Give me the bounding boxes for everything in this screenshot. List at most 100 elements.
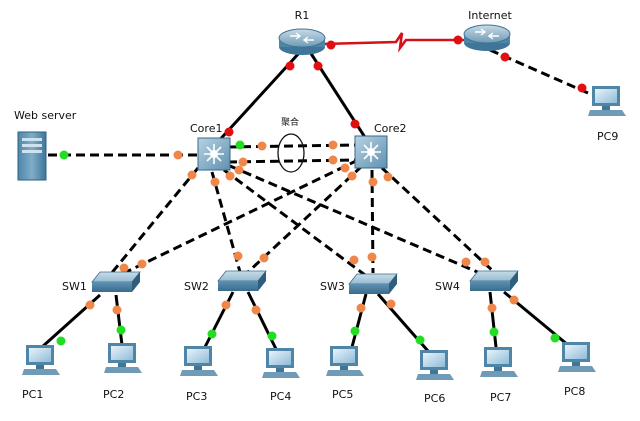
port-indicator	[259, 253, 269, 263]
port-indicator	[347, 171, 357, 181]
port-indicator	[267, 331, 277, 341]
switch-sw1[interactable]	[91, 271, 141, 292]
port-indicator	[509, 295, 519, 305]
link-core2-sw2	[246, 164, 364, 274]
port-indicator	[257, 141, 267, 151]
port-indicator	[224, 127, 234, 137]
label-sw4: SW4	[435, 280, 460, 293]
router-r1[interactable]	[278, 28, 326, 55]
port-indicator	[326, 40, 336, 50]
multilayer-switch-core1[interactable]	[197, 137, 231, 171]
port-indicator	[453, 35, 463, 45]
port-indicator	[415, 335, 425, 345]
link-sw2-pc3	[203, 291, 235, 348]
port-indicator	[350, 326, 360, 336]
port-indicator	[340, 163, 350, 173]
link-core1-sw3	[223, 168, 366, 277]
port-indicator	[487, 303, 497, 313]
switch-icon	[348, 273, 398, 285]
port-indicator	[500, 52, 510, 62]
label-core1: Core1	[190, 122, 222, 135]
port-indicator	[173, 150, 183, 160]
port-indicator	[368, 177, 378, 187]
link-core1-sw4	[229, 164, 483, 276]
port-indicator	[489, 327, 499, 337]
port-indicator	[383, 172, 393, 182]
port-indicator	[313, 61, 323, 71]
label-pc7: PC7	[490, 391, 511, 404]
port-indicator	[56, 336, 66, 346]
switch-sw3[interactable]	[348, 273, 398, 294]
port-indicator	[328, 140, 338, 150]
link-r1-internet	[322, 32, 466, 53]
link-core2-sw1	[119, 158, 359, 277]
pc-pc6[interactable]	[416, 350, 454, 380]
port-indicator	[285, 61, 295, 71]
port-indicator	[235, 140, 245, 150]
pc-pc7[interactable]	[480, 347, 518, 377]
port-indicator	[119, 263, 129, 273]
port-indicator	[210, 177, 220, 187]
label-sw3: SW3	[320, 280, 345, 293]
label-internet: Internet	[468, 9, 512, 22]
link-sw4-pc7	[488, 291, 498, 348]
pc-pc3[interactable]	[180, 346, 218, 376]
port-indicator	[480, 257, 490, 267]
pc-pc8[interactable]	[558, 342, 596, 372]
pc-pc9[interactable]	[588, 86, 626, 116]
switch-icon	[91, 271, 141, 283]
multilayer-switch-core2[interactable]	[354, 135, 388, 169]
port-indicator	[577, 83, 587, 93]
port-indicator	[221, 300, 231, 310]
label-pc2: PC2	[103, 388, 124, 401]
pc-pc4[interactable]	[262, 348, 300, 378]
pc-pc2[interactable]	[104, 343, 142, 373]
link-sw1-pc2	[114, 294, 124, 346]
port-indicator	[116, 325, 126, 335]
label-pc6: PC6	[424, 392, 445, 405]
label-pc5: PC5	[332, 388, 353, 401]
aggregation-ellipse	[277, 133, 305, 173]
port-indicator	[207, 329, 217, 339]
switch-icon	[469, 270, 519, 282]
port-indicator	[386, 299, 396, 309]
web-server[interactable]	[17, 131, 47, 181]
port-indicator	[233, 251, 243, 261]
port-indicator	[367, 252, 377, 262]
label-pc8: PC8	[564, 385, 585, 398]
label-web-server: Web server	[14, 109, 77, 122]
port-indicator	[85, 300, 95, 310]
router-icon	[463, 24, 511, 44]
port-indicator	[238, 157, 248, 167]
switch-sw2[interactable]	[217, 270, 267, 291]
port-indicator	[59, 150, 69, 160]
port-indicator	[234, 165, 244, 175]
port-indicator	[350, 119, 360, 129]
label-aggregation: 聚合	[281, 116, 299, 128]
switch-icon	[217, 270, 267, 282]
label-sw2: SW2	[184, 280, 209, 293]
port-indicator	[349, 255, 359, 265]
link-sw3-pc5	[350, 293, 368, 348]
port-indicator	[550, 333, 560, 343]
label-pc4: PC4	[270, 390, 291, 403]
labels: R1 Internet Web server Core1 Core2 聚合 PC…	[14, 9, 618, 405]
port-indicator	[187, 170, 197, 180]
port-indicator	[356, 303, 366, 313]
port-indicator	[328, 155, 338, 165]
port-indicator	[137, 259, 147, 269]
port-indicator	[251, 305, 261, 315]
router-icon	[278, 28, 326, 48]
link-core1-sw1	[108, 167, 200, 276]
port-indicator	[112, 305, 122, 315]
label-r1: R1	[295, 9, 310, 22]
pc-pc5[interactable]	[326, 346, 364, 376]
port-indicator	[225, 171, 235, 181]
label-pc3: PC3	[186, 390, 207, 403]
port-indicators	[56, 35, 587, 346]
router-internet[interactable]	[463, 24, 511, 51]
switch-sw4[interactable]	[469, 270, 519, 291]
label-pc9: PC9	[597, 130, 618, 143]
pc-pc1[interactable]	[22, 345, 60, 375]
